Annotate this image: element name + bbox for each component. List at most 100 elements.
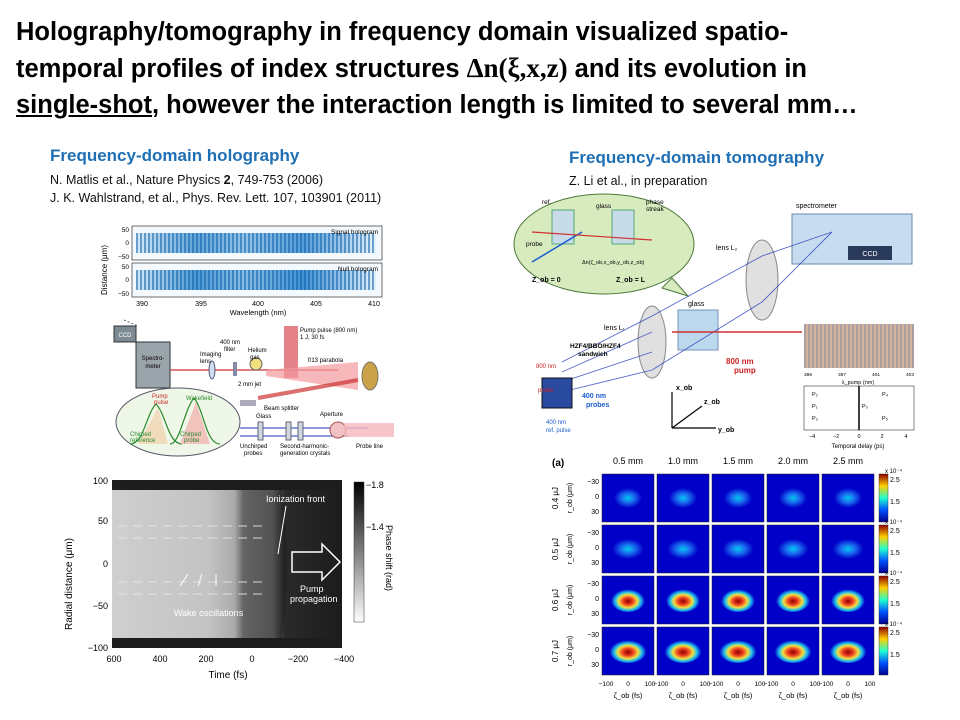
bubble-pump-label-2: pulse	[154, 400, 169, 406]
hologram-ytick-top-minus50: −50	[118, 254, 129, 261]
helium-label: Helium	[248, 348, 267, 354]
bubble-glass-label: glass	[596, 203, 612, 210]
grid-cell-blob	[834, 488, 862, 508]
grid-cbar-tick-low: 1.5	[890, 652, 900, 659]
phase-xtick-600: 600	[106, 654, 121, 664]
beam-splitter	[240, 400, 256, 406]
hologram-ytick-top-0: 0	[125, 240, 129, 247]
phase-colorbar	[353, 481, 365, 623]
peak-p4: P₄	[882, 392, 889, 398]
delay-tick-0: 0	[857, 434, 860, 440]
grid-cell-blob	[829, 639, 867, 663]
grid-column-label: 2.0 mm	[778, 456, 808, 466]
sandwich-crystal	[541, 377, 573, 409]
spectrometer-label: spectrometer	[796, 203, 838, 210]
filter-label-2: filter	[224, 347, 235, 353]
lambda-tick-386: 386	[804, 372, 812, 378]
grid-cell-blob	[774, 639, 812, 663]
aperture-label: Aperture	[320, 412, 344, 418]
headline-line-3: single-shot, however the interaction len…	[16, 87, 946, 123]
shg-label-2: generation crystals	[280, 451, 330, 457]
grid-ytick: 0	[595, 494, 599, 501]
phase-ytick-minus100: −100	[88, 643, 108, 653]
phase-xlabel: Time (fs)	[208, 670, 247, 681]
peak-p5: P₅	[882, 416, 888, 422]
grid-cell-blob	[831, 588, 865, 612]
grid-colorbar	[878, 626, 889, 676]
probe-line-label: Probe line	[356, 444, 384, 450]
hologram-xtick-410: 410	[368, 301, 380, 308]
ccd-camera	[113, 325, 137, 343]
sandwich-label-2: sandwich	[578, 351, 608, 358]
phase-shift-map: Radial distance (μm) Ionization front Pu…	[64, 476, 394, 681]
bubble-chirped-ref-label: Chirped	[130, 432, 151, 438]
probe-line-beam	[344, 423, 394, 437]
pump-label: 800 nm	[726, 357, 754, 366]
grid-row-axis-label: r_ob (μm)	[567, 636, 574, 666]
grid-cell-blob	[609, 639, 647, 663]
hologram-ytick-top-50: 50	[122, 227, 130, 234]
phase-streak-label-2: streak	[646, 206, 664, 213]
spectrometer	[135, 341, 171, 389]
peak-p0: P₀	[862, 404, 868, 410]
grid-cell-blob	[721, 588, 755, 612]
phase-xtick-minus200: −200	[288, 654, 308, 664]
pulse-bubble	[115, 387, 241, 457]
headline-line-2-end: and its evolution in	[567, 55, 807, 83]
grid-column-axis-label: ζ_ob (fs)	[614, 691, 643, 700]
grid-row-label: 0.4 μJ	[551, 487, 560, 509]
grid-cbar-tick-low: 1.5	[890, 499, 900, 506]
probe-gen-label-2: probe	[538, 388, 554, 394]
grid-ytick: 30	[591, 662, 599, 669]
axis-x-label: x_ob	[676, 385, 692, 392]
grid-cell-blob	[611, 588, 645, 612]
grid-ytick: −30	[587, 530, 599, 537]
grid-colorbar	[878, 473, 889, 523]
phase-ytick-minus50: −50	[93, 601, 108, 611]
glass-plate	[257, 421, 264, 441]
hologram-xtick-405: 405	[310, 301, 322, 308]
slide-headline: Holography/tomography in frequency domai…	[16, 14, 946, 123]
peak-p2: P₂	[812, 392, 818, 398]
lambda-tick-397: 397	[838, 372, 846, 378]
hologram-ytick-bottom-0: 0	[125, 277, 129, 284]
hologram-ytick-bottom-50: 50	[122, 264, 130, 271]
grid-scale-label: x 10⁻⁴	[885, 621, 903, 628]
grid-row-axis-label: r_ob (μm)	[567, 534, 574, 564]
grid-xtick: 100	[810, 681, 821, 688]
hologram-xtick-390: 390	[136, 301, 148, 308]
grid-ytick: 0	[595, 545, 599, 552]
grid-cell-blob	[664, 639, 702, 663]
grid-xtick: 0	[736, 681, 740, 688]
grid-scale-label: x 10⁻⁴	[885, 468, 903, 475]
phase-xtick-0: 0	[249, 654, 254, 664]
spectrometer-label: Spectro-	[142, 356, 165, 362]
hologram-plot: Distance (μm) Signal hologram Null holog…	[100, 225, 383, 317]
axes-triad	[671, 392, 716, 429]
bubble-glass-block-right	[611, 209, 635, 245]
helium-label-2: gas	[250, 355, 260, 361]
ccd-label: CCD	[119, 333, 133, 339]
delay-label: Temporal delay (ps)	[832, 444, 885, 450]
grid-cell-blob	[667, 539, 699, 559]
grid-row-label: 0.5 μJ	[551, 538, 560, 560]
sandwich-label: HZF4/BBO/HZF4	[570, 343, 621, 350]
lambda-tick-401: 401	[872, 372, 880, 378]
pump-focus-beam	[266, 362, 358, 390]
headline-line-1: Holography/tomography in frequency domai…	[16, 18, 789, 46]
grid-cell-blob	[724, 488, 752, 508]
ref-1-text: N. Matlis et al., Nature Physics	[50, 173, 224, 187]
pump-pulse-label: Pump pulse (800 nm)	[300, 328, 357, 334]
filter-400nm	[233, 362, 237, 376]
imaging-lens	[208, 360, 216, 380]
lens-l2-label: lens L₂	[716, 245, 738, 252]
phase-ytick-50: 50	[98, 516, 108, 526]
grid-xtick: 0	[791, 681, 795, 688]
grid-cbar-tick-high: 2.5	[890, 579, 900, 586]
null-hologram-label: Null hologram	[338, 266, 378, 273]
grid-ytick: −30	[587, 632, 599, 639]
grid-ytick: 0	[595, 647, 599, 654]
phase-xtick-400: 400	[152, 654, 167, 664]
grid-row-label: 0.7 μJ	[551, 640, 560, 662]
phase-ylabel: Radial distance (μm)	[64, 538, 75, 630]
